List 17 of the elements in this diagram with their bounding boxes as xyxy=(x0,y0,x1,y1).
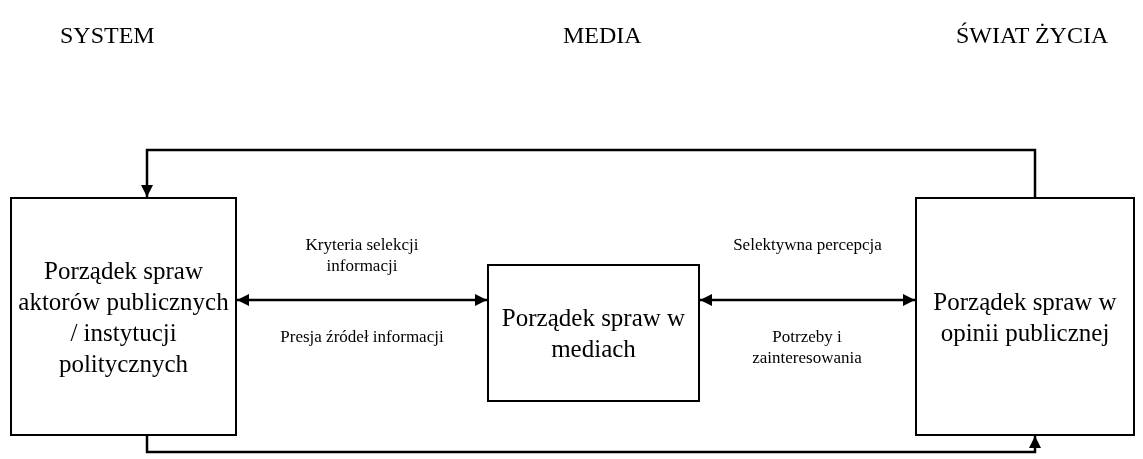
process-box xyxy=(10,197,237,436)
edge-label: Kryteria selekcji informacji xyxy=(304,234,420,276)
arrow xyxy=(237,294,487,306)
column-heading: MEDIA xyxy=(563,22,642,49)
arrow xyxy=(700,294,915,306)
box-text: Porządek spraw w mediach xyxy=(500,303,687,364)
column-heading: SYSTEM xyxy=(60,22,155,49)
edge-label: Selektywna percepcja xyxy=(732,234,883,255)
process-box xyxy=(915,197,1135,436)
arrow xyxy=(145,436,1041,454)
arrow xyxy=(141,148,1037,197)
line-note: Presja źródeł informacji xyxy=(279,326,445,347)
column-heading: ŚWIAT ŻYCIA xyxy=(956,22,1109,49)
box-text: Porządek spraw w opinii publicznej xyxy=(932,286,1118,348)
line-note: Potrzeby i zainteresowania xyxy=(751,326,863,368)
box-text: Porządek spraw aktorów publicznych / instytucji politycznych xyxy=(17,255,230,379)
process-box xyxy=(487,264,700,402)
